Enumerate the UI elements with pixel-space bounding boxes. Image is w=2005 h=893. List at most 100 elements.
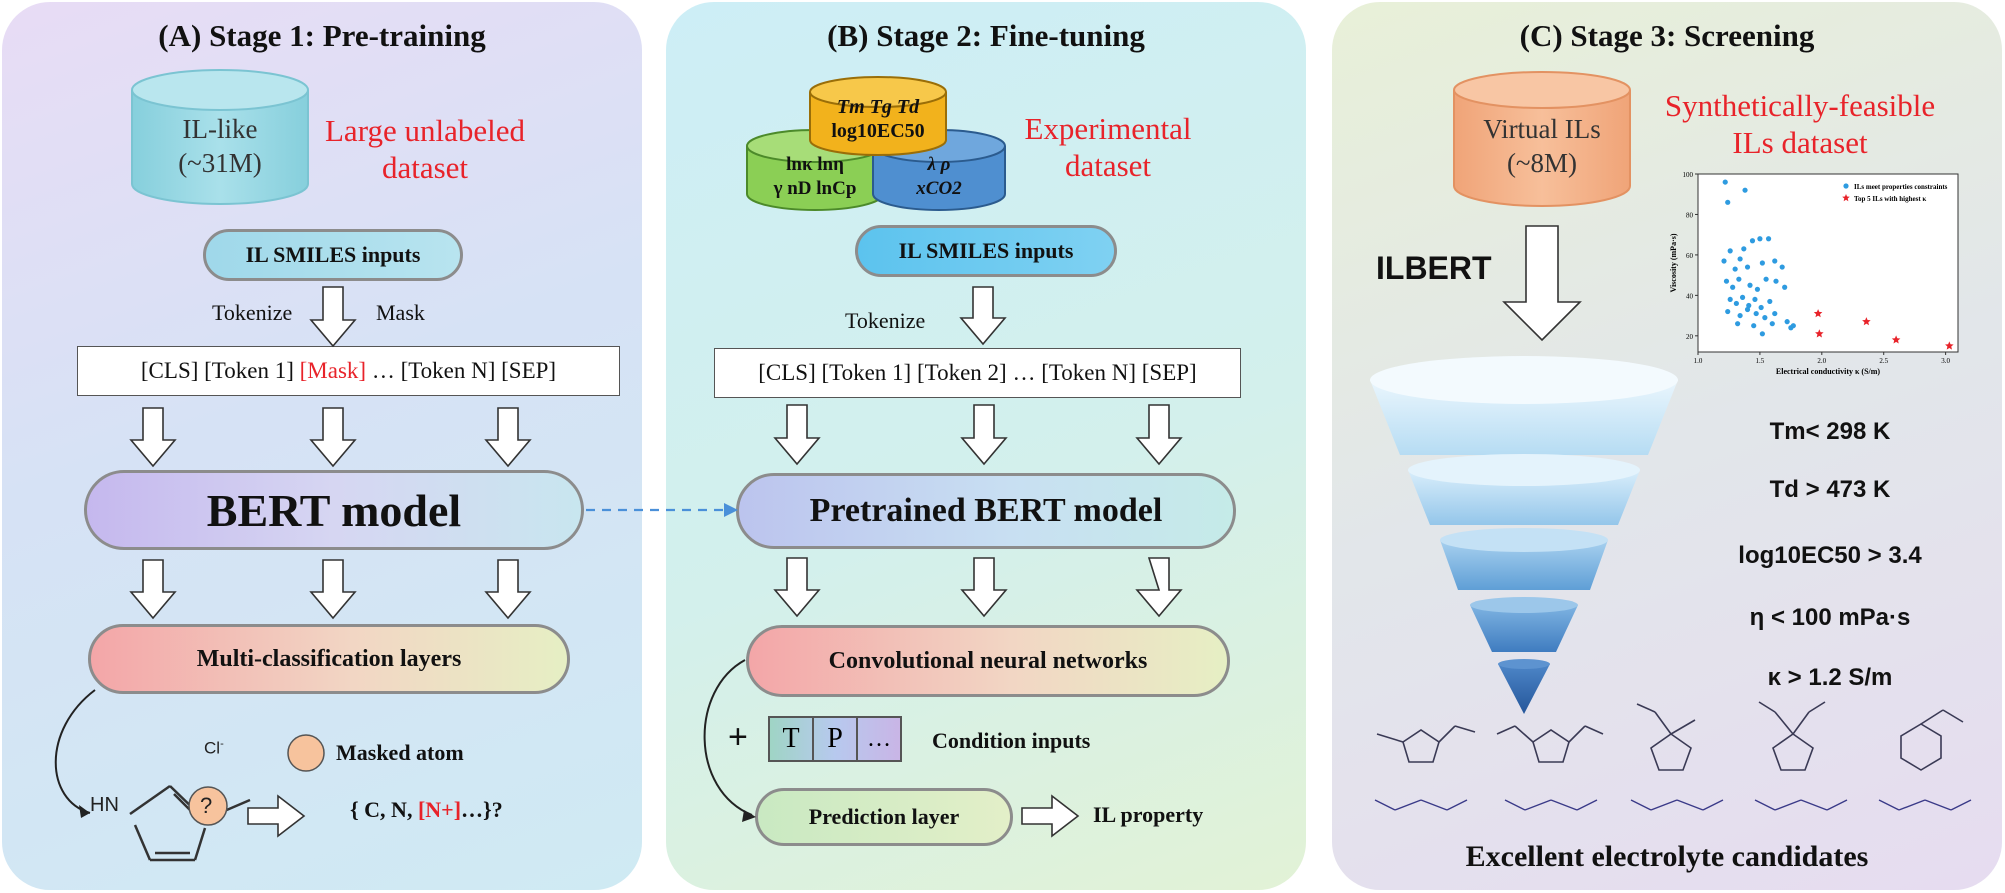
- scatter-point: [1730, 284, 1736, 290]
- scatter-point-top5: [1815, 329, 1824, 338]
- scatter-point-top5: [1945, 341, 1954, 350]
- panel-b-title: (B) Stage 2: Fine-tuning: [827, 18, 1145, 53]
- panel-a-title: (A) Stage 1: Pre-training: [158, 18, 486, 53]
- scatter-point: [1758, 304, 1764, 311]
- atom-candidates: { C, N, [N+]…}?: [350, 797, 503, 823]
- scatter-point: [1751, 323, 1757, 329]
- arrow-dashed-head: [724, 503, 738, 517]
- scatter-point: [1749, 238, 1756, 244]
- scatter-point: [1744, 264, 1751, 270]
- scatter-point: [1765, 236, 1772, 242]
- pretrained-bert-model-box: Pretrained BERT model: [736, 473, 1236, 549]
- tokens-before-mask: [CLS] [Token 1]: [140, 358, 300, 383]
- scatter-point: [1722, 179, 1728, 185]
- arrow-down-a-3: [484, 407, 532, 468]
- virtual-ils-label: Virtual ILs: [1483, 114, 1601, 144]
- scatter-point: [1752, 296, 1758, 303]
- il-smiles-inputs-b: IL SMILES inputs: [855, 225, 1117, 277]
- arrow-down-b-3: [1135, 404, 1183, 466]
- scatter-ytick-label: 20: [1686, 333, 1694, 341]
- props-left-line2: γ nD lnCp: [773, 178, 857, 199]
- scatter-point: [1733, 300, 1739, 307]
- scatter-point: [1757, 236, 1763, 242]
- condition-t: T: [770, 718, 814, 760]
- arrow-down-a-5: [309, 559, 357, 620]
- scatter-point-top5: [1862, 317, 1871, 326]
- bert-model-box: BERT model: [84, 470, 584, 550]
- scatter-x-axis-label: Electrical conductivity κ (S/m): [1776, 367, 1881, 376]
- props-left-line1: lnκ lnη: [786, 154, 844, 175]
- screening-funnel-icon: [1370, 356, 1678, 714]
- criterion-tm: Tm< 298 K: [1769, 418, 1891, 445]
- scatter-point: [1737, 312, 1743, 319]
- scatter-ytick-label: 60: [1686, 252, 1694, 260]
- candidates-prefix: { C, N,: [350, 797, 418, 822]
- scatter-point: [1744, 306, 1751, 313]
- il-like-count: (~31M): [178, 148, 262, 178]
- scatter-point: [1737, 256, 1743, 262]
- large-unlabeled-label: Large unlabeled: [325, 113, 525, 148]
- scatter-point: [1727, 296, 1733, 303]
- plus-sign: +: [728, 718, 748, 756]
- masked-atom-label: Masked atom: [336, 740, 464, 765]
- pyrrole-molecule-icon: [54, 689, 251, 862]
- excellent-candidates-label: Excellent electrolyte candidates: [1465, 840, 1869, 873]
- scatter-point: [1767, 298, 1773, 305]
- tokens-after-mask: … [Token N] [SEP]: [366, 358, 557, 383]
- mask-token: [Mask]: [299, 358, 367, 383]
- arrow-down-a-input: [309, 286, 357, 348]
- scatter-xtick-label: 3.0: [1941, 357, 1950, 365]
- arrow-down-a-4: [129, 559, 177, 620]
- dataset-label-b: dataset: [1064, 148, 1152, 183]
- multi-classification-box: Multi-classification layers: [88, 624, 570, 694]
- scatter-ytick-label: 100: [1683, 171, 1694, 179]
- scatter-point: [1746, 302, 1752, 309]
- props-right-line1: λ ρ: [927, 154, 951, 175]
- il-smiles-inputs-a: IL SMILES inputs: [203, 229, 463, 281]
- condition-inputs-box: T P …: [768, 716, 902, 762]
- arrow-down-a-6: [484, 559, 532, 620]
- il-property-label: IL property: [1093, 802, 1204, 827]
- candidates-suffix: …}?: [461, 797, 503, 822]
- scatter-point: [1754, 286, 1761, 292]
- scatter-point: [1747, 282, 1753, 288]
- masked-atom-legend-icon: [287, 734, 325, 772]
- mask-label: Mask: [376, 300, 425, 325]
- scatter-point: [1759, 331, 1765, 337]
- scatter-xtick-label: 1.5: [1756, 357, 1765, 365]
- scatter-legend-marker-top5: [1842, 194, 1850, 202]
- dataset-label-a: dataset: [381, 150, 469, 185]
- tokenize-label-b: Tokenize: [845, 308, 926, 333]
- virtual-ils-count: (~8M): [1506, 148, 1578, 178]
- arrow-curve-b-head: [742, 810, 756, 822]
- experimental-dataset-cylinders-icon: [746, 76, 1006, 211]
- ilbert-label: ILBERT: [1376, 250, 1492, 286]
- chloride-label: Cl: [204, 738, 221, 758]
- token-sequence-a: [CLS] [Token 1] [Mask] … [Token N] [SEP]: [77, 346, 620, 396]
- scatter-ytick-label: 80: [1686, 211, 1694, 219]
- scatter-point: [1763, 276, 1769, 282]
- scatter-point: [1772, 310, 1778, 317]
- scatter-plot-area: [1697, 173, 1959, 353]
- experimental-label: Experimental: [1024, 111, 1192, 146]
- il-like-label: IL-like: [182, 114, 258, 144]
- candidates-highlight: [N+]: [417, 797, 462, 822]
- arrow-down-b-2: [960, 404, 1008, 466]
- arrow-down-a-1: [129, 407, 177, 468]
- arrow-down-b-input: [959, 286, 1007, 346]
- scatter-legend-marker: [1843, 183, 1849, 189]
- arrow-right-a: [247, 794, 306, 838]
- scatter-point-top5: [1813, 309, 1823, 318]
- scatter-y-axis-label: Viscosity (mPa·s): [1669, 233, 1678, 292]
- scatter-point: [1727, 248, 1733, 254]
- props-right-line2: xCO2: [916, 178, 962, 199]
- condition-p: P: [814, 718, 858, 760]
- arrow-down-c-big: [1502, 225, 1582, 342]
- props-top-line2: log10EC50: [831, 120, 925, 142]
- condition-more: …: [867, 725, 891, 752]
- scatter-point: [1769, 321, 1775, 327]
- tokenize-label-a: Tokenize: [212, 300, 293, 325]
- arrow-down-b-6: [1135, 557, 1183, 618]
- panel-c-title: (C) Stage 3: Screening: [1519, 18, 1815, 53]
